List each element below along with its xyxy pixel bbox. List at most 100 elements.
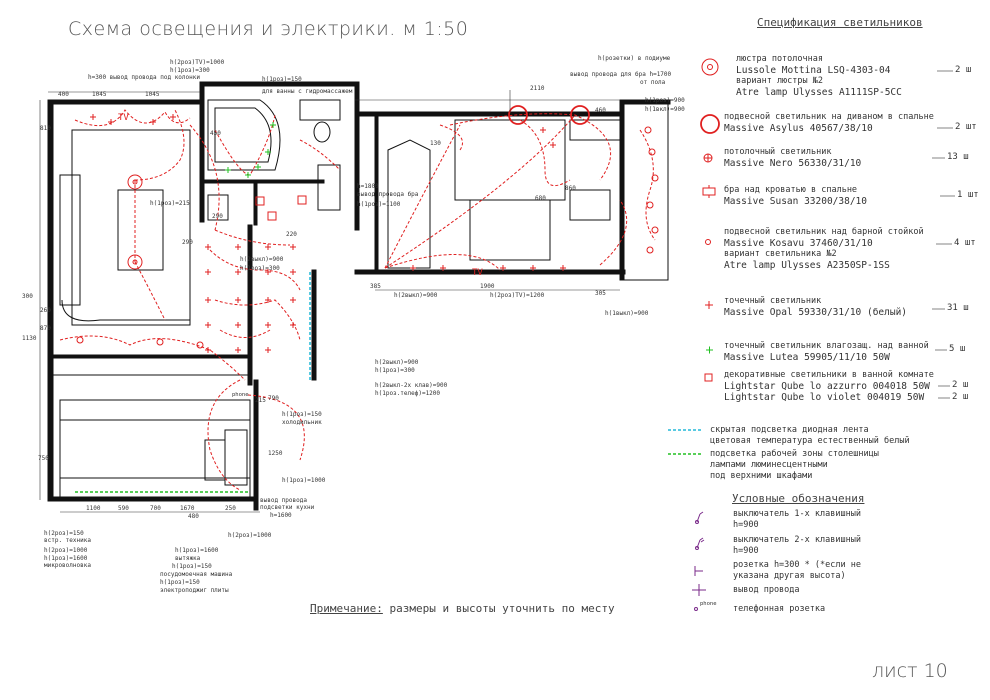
spec-title: Спецификация светильников [757, 16, 923, 29]
dim-label: 790 [268, 395, 279, 402]
dim-label: 1045 [92, 91, 107, 98]
dim-label: 860 [565, 185, 576, 192]
plan-note: h(1роз)=150 [282, 411, 322, 418]
plan-note: h(1роз)=1000 [282, 477, 326, 484]
plan-note: h=1800 [357, 183, 379, 190]
tv-label: TV [472, 268, 483, 278]
plan-note: холодильник [282, 419, 322, 426]
wall [311, 269, 317, 381]
plan-note: для ванны с гидромассажем [262, 88, 353, 95]
dim-label: 700 [150, 505, 161, 512]
page-title: Схема освещения и электрики. м 1:50 [68, 18, 469, 40]
plan-note: h(1роз)=900 [645, 97, 685, 104]
note-text: размеры и высоты уточнить по месту [389, 602, 615, 615]
dim-label: 460 [595, 107, 606, 114]
plan-note: h(1роз)=150 [160, 579, 200, 586]
wall [354, 81, 360, 231]
legend-item: телефонная розетка [733, 604, 826, 614]
plan-note: вывод провода бра [357, 191, 419, 198]
dim-label: 750 [38, 455, 49, 462]
plan-note: h(2роз)=1000 [44, 547, 88, 554]
plan-note: h(розетки) в подиуме [598, 55, 671, 62]
dim-label: 1100 [86, 505, 101, 512]
dim-label: 250 [225, 505, 236, 512]
dim-label: 290 [212, 213, 223, 220]
plan-note: подсветки кухни [260, 504, 315, 511]
dim-label: 300 [22, 293, 33, 300]
dim-label: 385 [370, 283, 381, 290]
wall [47, 99, 54, 501]
legend-item: вывод провода [733, 585, 800, 595]
plan-note: вывод провода [260, 497, 307, 504]
dim-label: 220 [286, 231, 297, 238]
plan-note: вытяжка [175, 555, 201, 562]
plan-note: h(1роз)=1600 [44, 555, 88, 562]
dim-label: 480 [188, 513, 199, 520]
spec-qty: 2 шт [955, 122, 977, 132]
dim-label: 450 [210, 130, 221, 137]
wall [203, 179, 325, 184]
plan-note: h(1роз)=300 [170, 67, 210, 74]
plan-note: h(1роз.телеф)=1200 [375, 390, 440, 397]
dim-label: 1670 [180, 505, 195, 512]
wall [619, 99, 625, 281]
legend-title: Условные обозначения [732, 492, 865, 505]
plan-note: микроволновка [44, 562, 91, 569]
plan-note: h(2выкл-2х клав)=900 [375, 382, 448, 389]
plan-note: h(2выкл)=900 [240, 256, 284, 263]
plan-note: h(2роз)=150 [44, 530, 84, 537]
plan-note: h=300 вывод провода под колонки [88, 74, 200, 81]
plan-note: h(2роз)TV)=1000 [170, 59, 225, 66]
wall [47, 496, 259, 502]
dim-label: 2110 [530, 85, 545, 92]
wall [253, 379, 259, 511]
dim-label: 130 [430, 140, 441, 147]
phone-legend-label: phone [700, 601, 717, 607]
dim-label: 1900 [480, 283, 495, 290]
spec-qty: 5 ш [949, 344, 966, 354]
plan-note: h(1роз)=215 [150, 200, 190, 207]
dim-label: 1250 [268, 450, 283, 457]
plan-note: h(2роз)TV)=1200 [490, 292, 545, 299]
spec-qty: 1 шт [957, 190, 979, 200]
phone-label: phone [232, 392, 249, 398]
plan-note: посудомоечная машина [160, 571, 233, 578]
plan-note: h=1600 [270, 512, 292, 519]
tv-label: TV [118, 113, 129, 123]
wall [354, 269, 626, 275]
plan-note: h(1роз)=150 [172, 563, 212, 570]
plan-note: h(1роз)=300 [240, 265, 280, 272]
spec-qty: 2 ш [952, 380, 969, 390]
note-label: Примечание: [310, 602, 383, 615]
sheet-number: лист 10 [872, 660, 948, 682]
dim-label: 810 [40, 125, 51, 132]
dim-label: 870 [40, 325, 51, 332]
note: Примечание: размеры и высоты уточнить по… [310, 602, 615, 615]
wall [374, 111, 379, 273]
plan-note: h(1роз)=150 [262, 76, 302, 83]
plan-note: h(2роз)=1000 [228, 532, 272, 539]
spec-qty: 4 шт [954, 238, 976, 248]
plan-note: вывод провода для бра h=1700 [570, 71, 672, 78]
plan-note: h(2выкл)=900 [375, 359, 419, 366]
wall [47, 99, 204, 105]
plan-note: h(1вкл)=900 [645, 106, 685, 113]
dim-label: 590 [118, 505, 129, 512]
spec-qty: 2 ш [952, 392, 969, 402]
spec-qty: 31 ш [947, 303, 969, 313]
plan-note: h(1роз)=1100 [357, 201, 401, 208]
plan-note: h(2выкл)=900 [394, 292, 438, 299]
plan-note: h(1роз)=300 [375, 367, 415, 374]
plan-note: h(1роз)=1600 [175, 547, 219, 554]
wall [354, 111, 621, 117]
spec-item: точечный светильник влагозащ. над ванной… [724, 341, 929, 363]
